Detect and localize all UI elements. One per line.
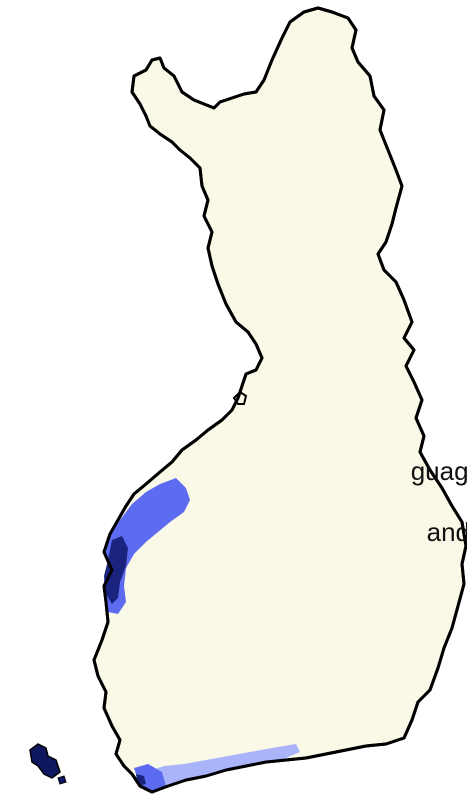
region-ostrobothnia-low (104, 478, 190, 614)
text-fragment-language: guage (410, 456, 467, 486)
finland-border (92, 6, 467, 794)
oulu-coast-detail (232, 390, 248, 405)
region-ostrobothnia-high (104, 536, 128, 604)
text-fragment-and: and (426, 517, 467, 547)
aland-islands (29, 743, 61, 779)
region-uusimaa-low (144, 744, 300, 790)
aland-islet (57, 775, 67, 785)
